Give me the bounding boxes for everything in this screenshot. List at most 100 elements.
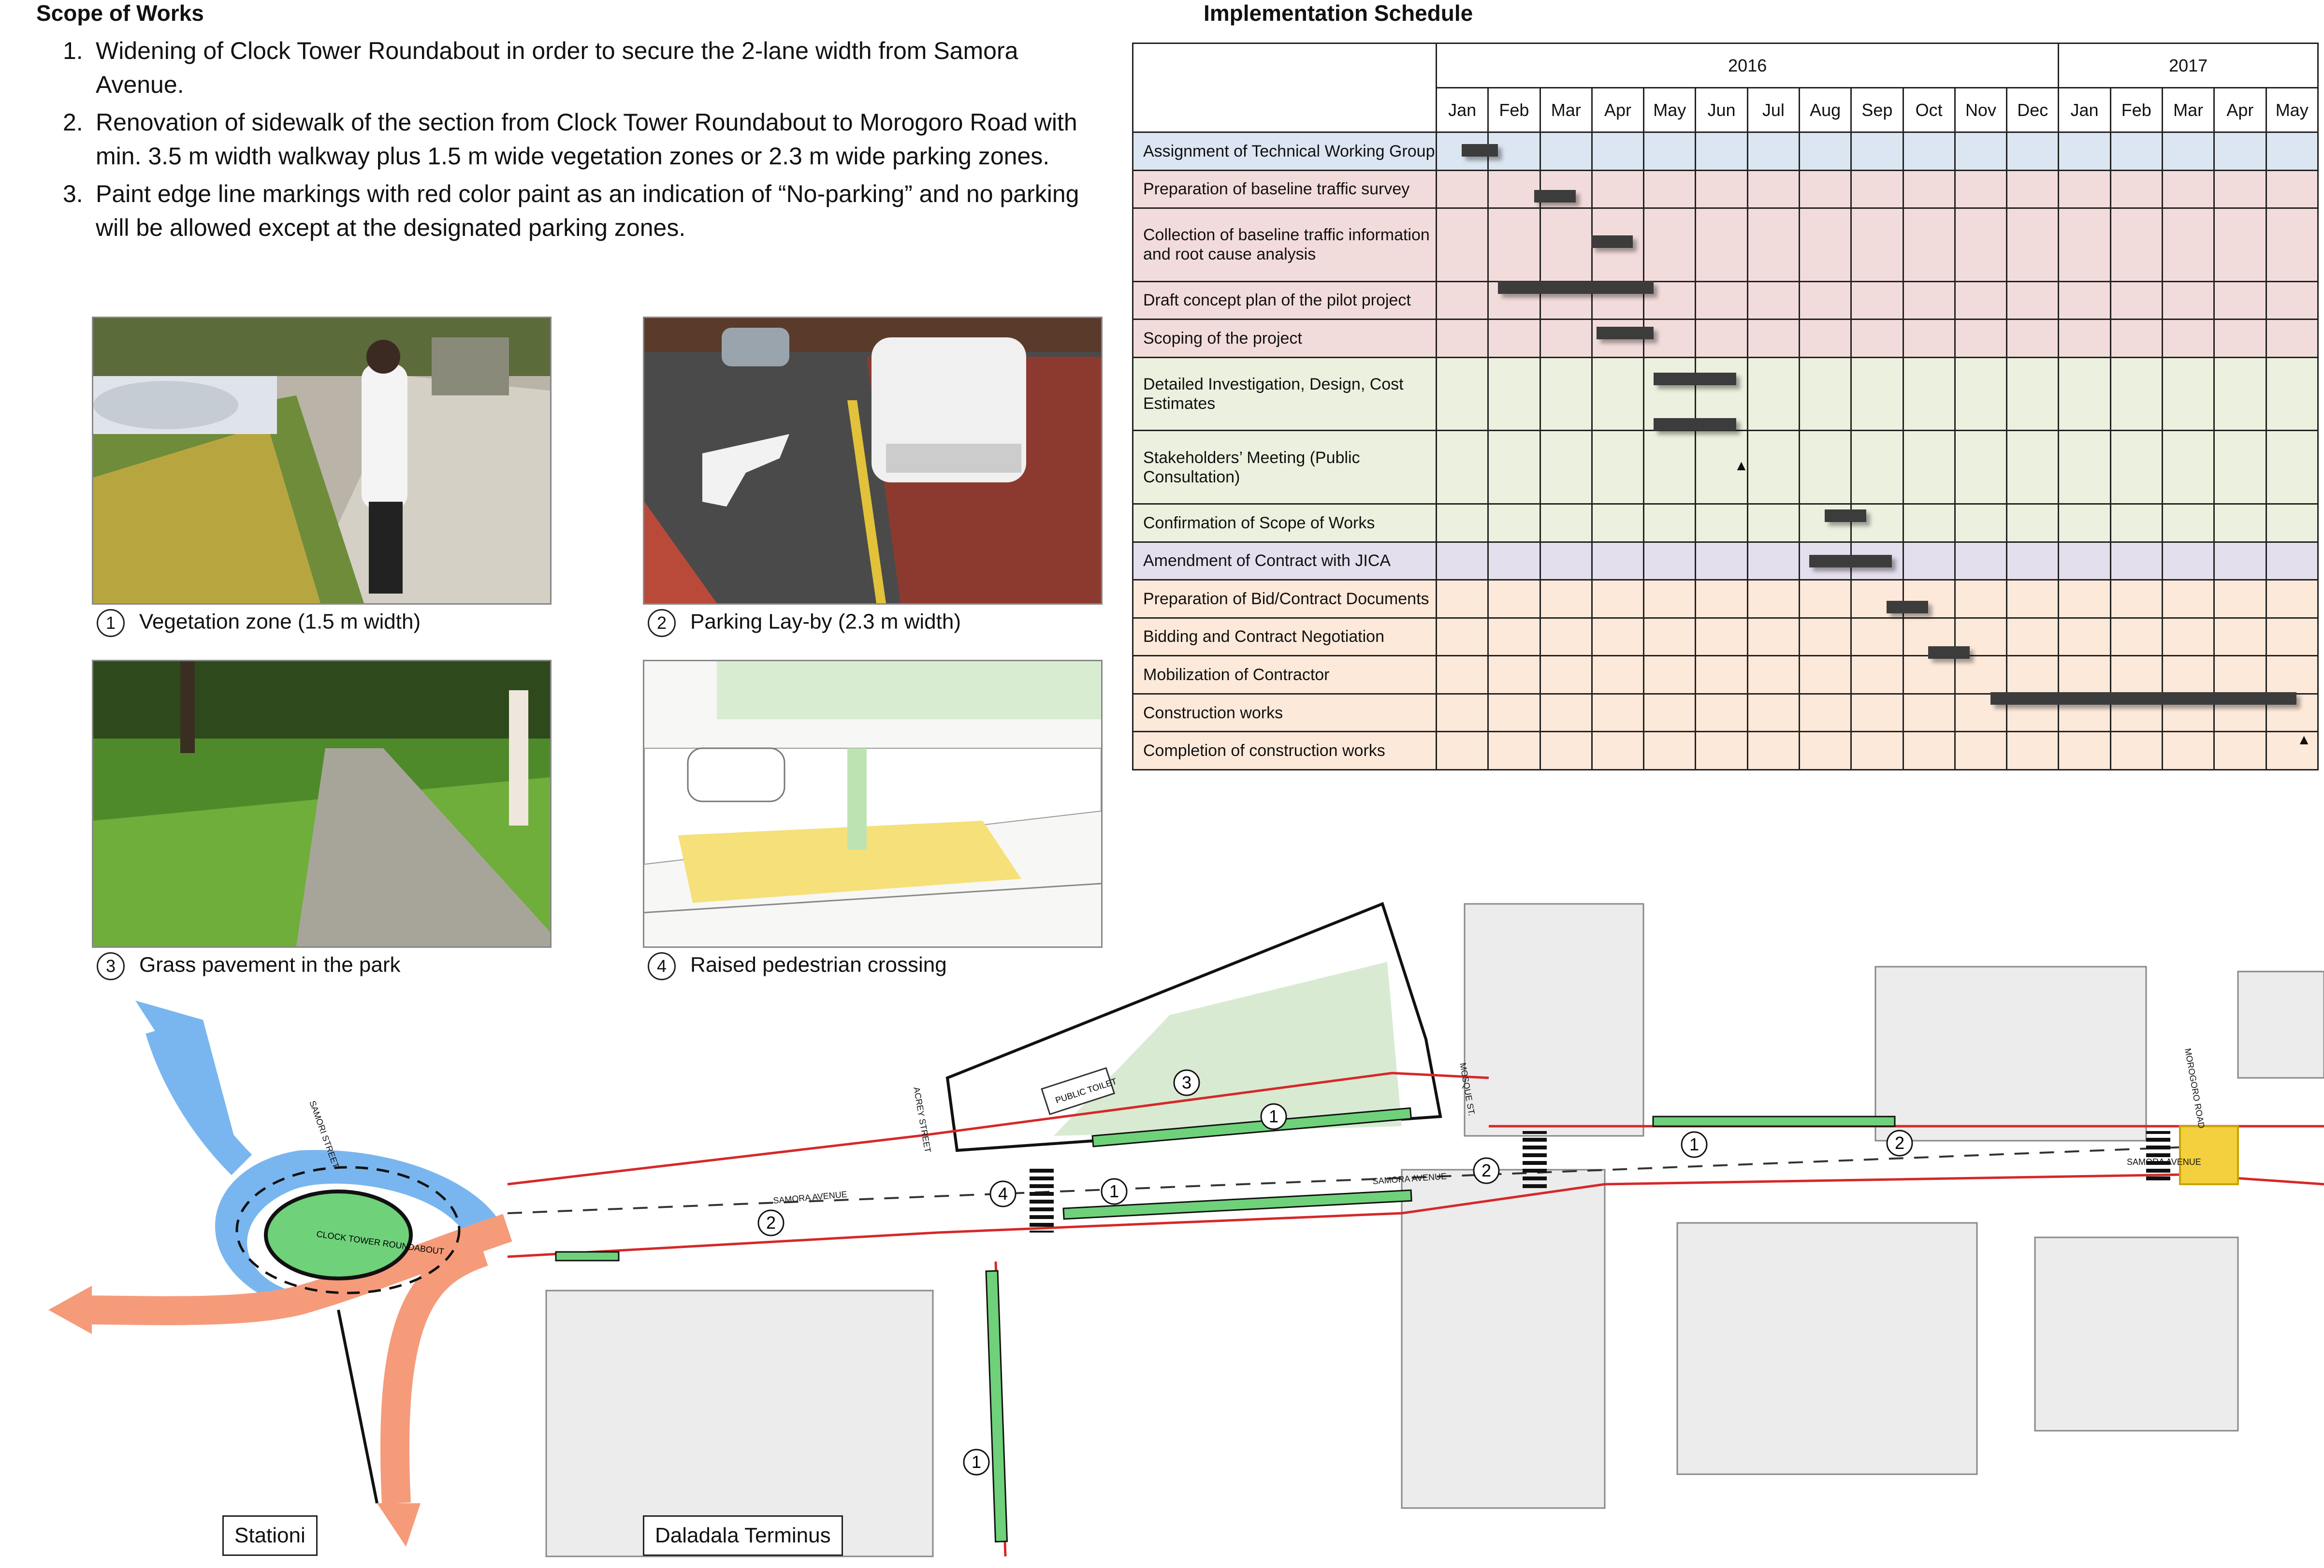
gantt-cell (2265, 280, 2319, 320)
gantt-cell (2213, 655, 2267, 695)
svg-text:3: 3 (1182, 1073, 1191, 1092)
gantt-cell (2109, 319, 2163, 358)
gantt-cell (2006, 731, 2060, 770)
gantt-cell (2265, 541, 2319, 581)
gantt-cell (1539, 356, 1593, 432)
gantt-cell (1591, 356, 1645, 432)
task-row: Collection of baseline traffic informati… (1132, 207, 2319, 282)
scope-item-3: 3. Paint edge line markings with red col… (63, 177, 1102, 245)
gantt-cell (1435, 319, 1489, 358)
park: PUBLIC TOILET (945, 902, 1442, 1152)
task-name: Draft concept plan of the pilot project (1132, 280, 1437, 320)
gantt-cell (1643, 207, 1697, 282)
gantt-cell (2265, 731, 2319, 770)
gantt-cell (1850, 579, 1904, 619)
gantt-cell (1487, 693, 1541, 733)
parking-layby-photo (643, 317, 1103, 605)
month-header: Feb (1487, 87, 1541, 133)
gantt-cell (1435, 731, 1489, 770)
gantt-cell (2161, 169, 2215, 209)
schedule-title: Implementation Schedule (1204, 0, 1473, 26)
gantt-cell (2213, 169, 2267, 209)
task-name: Preparation of Bid/Contract Documents (1132, 579, 1437, 619)
gantt-cell (1798, 579, 1852, 619)
gantt-cell (1539, 319, 1593, 358)
svg-text:2: 2 (1482, 1161, 1491, 1180)
gantt-cell (1435, 207, 1489, 282)
gantt-cell (2006, 541, 2060, 581)
gantt-cell (2006, 693, 2060, 733)
gantt-cell (1435, 430, 1489, 505)
gantt-cell (1591, 731, 1645, 770)
gantt-cell (1746, 617, 1800, 657)
gantt-cell (1746, 731, 1800, 770)
month-header: Jan (2058, 87, 2111, 133)
marker-circle-icon: 1 (963, 1449, 990, 1476)
scope-item-number: 1. (63, 37, 83, 64)
number-circle-icon: 3 (97, 952, 125, 980)
gantt-cell (1435, 356, 1489, 432)
month-header: Mar (1539, 87, 1593, 133)
gantt-cell (2006, 356, 2060, 432)
month-header: Mar (2161, 87, 2215, 133)
street-label: ACREY STREET (912, 1086, 933, 1153)
task-name: Stakeholders’ Meeting (Public Consultati… (1132, 430, 1437, 505)
gantt-cell (1850, 319, 1904, 358)
gantt-cell (1695, 731, 1748, 770)
gantt-cell (1954, 169, 2008, 209)
gantt-cell (2161, 503, 2215, 543)
gantt-cell (1487, 503, 1541, 543)
vegetation-strips (555, 1107, 1896, 1543)
gantt-cell (2058, 131, 2111, 171)
gantt-cell (1643, 430, 1697, 505)
number-circle-icon: 2 (648, 609, 676, 637)
gantt-cell (1487, 169, 1541, 209)
gantt-cell (2265, 430, 2319, 505)
gantt-cell (2006, 207, 2060, 282)
gantt-cell (1487, 430, 1541, 505)
gantt-cell (1695, 503, 1748, 543)
gantt-cell (1487, 356, 1541, 432)
gantt-cell (1643, 541, 1697, 581)
park-lawn (1054, 962, 1402, 1136)
gantt-cell (2058, 207, 2111, 282)
gantt-cell (1902, 280, 1956, 320)
gantt-cell (1798, 280, 1852, 320)
buildings (545, 903, 2324, 1557)
gantt-cell (1487, 655, 1541, 695)
gantt-cell (1643, 319, 1697, 358)
gantt-header-blank (1132, 43, 1437, 133)
month-header: Aug (1798, 87, 1852, 133)
gantt-cell (2109, 617, 2163, 657)
roundabout: CLOCK TOWER ROUNDABOUT (48, 1001, 512, 1547)
scope-title: Scope of Works (36, 0, 204, 26)
marker-circle-icon: 2 (1473, 1157, 1500, 1184)
svg-text:2: 2 (766, 1213, 776, 1233)
gantt-cell (1487, 579, 1541, 619)
gantt-cell (2265, 319, 2319, 358)
gantt-cell (2213, 430, 2267, 505)
gantt-cell (1902, 430, 1956, 505)
gantt-cell (1487, 319, 1541, 358)
gantt-cell (2109, 169, 2163, 209)
gantt-cell (1539, 693, 1593, 733)
month-header: Sep (1850, 87, 1904, 133)
gantt-cell (1539, 579, 1593, 619)
task-name: Confirmation of Scope of Works (1132, 503, 1437, 543)
gantt-cell (1746, 693, 1800, 733)
gantt-cell (1695, 655, 1748, 695)
gantt-cell (1487, 731, 1541, 770)
site-plan-svg: PUBLIC TOILET (48, 902, 2324, 1557)
gantt-cell (1746, 319, 1800, 358)
svg-text:1: 1 (972, 1452, 981, 1472)
gantt-cell (2109, 655, 2163, 695)
task-row: Assignment of Technical Working Group (1132, 131, 2319, 171)
task-name: Construction works (1132, 693, 1437, 733)
marker-circle-icon: 3 (1173, 1069, 1200, 1096)
gantt-cell (1850, 356, 1904, 432)
task-row: Completion of construction works (1132, 731, 2319, 770)
gantt-cell (1902, 731, 1956, 770)
gantt-cell (2006, 169, 2060, 209)
